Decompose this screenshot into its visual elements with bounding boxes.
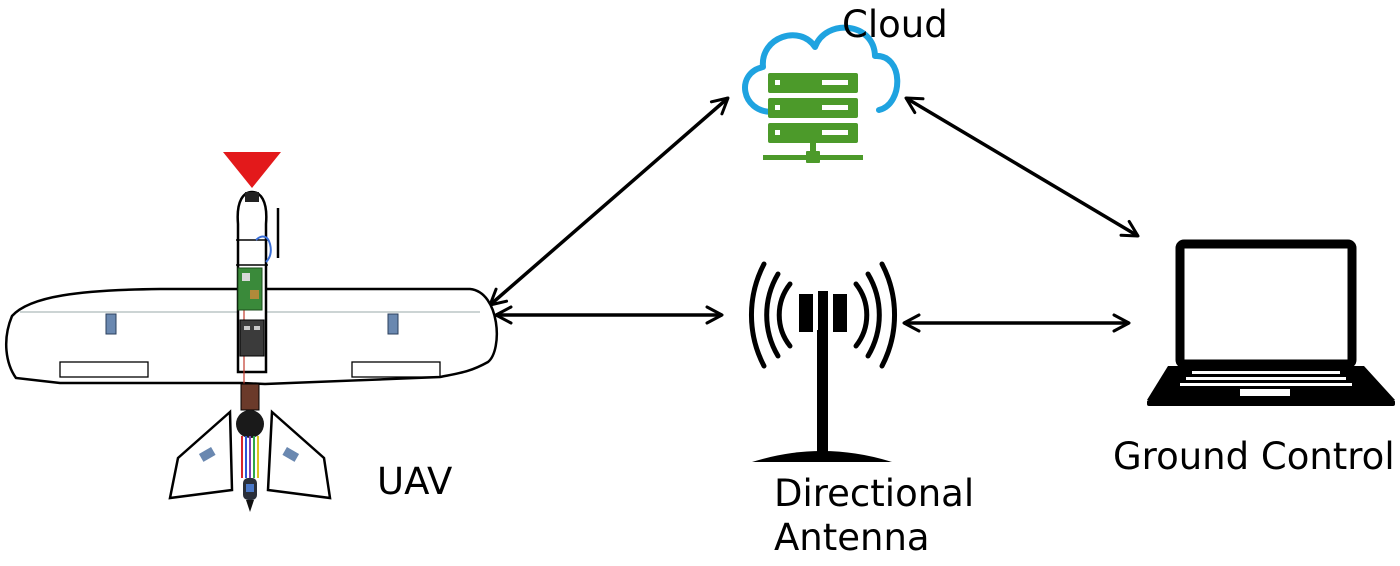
cloud-server-icon bbox=[742, 24, 901, 163]
laptop-icon bbox=[1147, 239, 1395, 406]
link-uav-cloud bbox=[488, 96, 730, 307]
cloud-label: Cloud bbox=[842, 3, 948, 46]
directional-antenna-label: Directional Antenna bbox=[774, 472, 974, 560]
directional-antenna-label-line2: Antenna bbox=[774, 516, 930, 559]
directional-antenna-icon bbox=[749, 261, 897, 462]
uav-airplane-icon bbox=[5, 152, 499, 512]
directional-antenna-label-line1: Directional bbox=[774, 472, 975, 515]
uav-label: UAV bbox=[377, 460, 453, 503]
link-cloud-ground bbox=[904, 96, 1140, 238]
ground-control-label: Ground Control bbox=[1113, 435, 1395, 478]
